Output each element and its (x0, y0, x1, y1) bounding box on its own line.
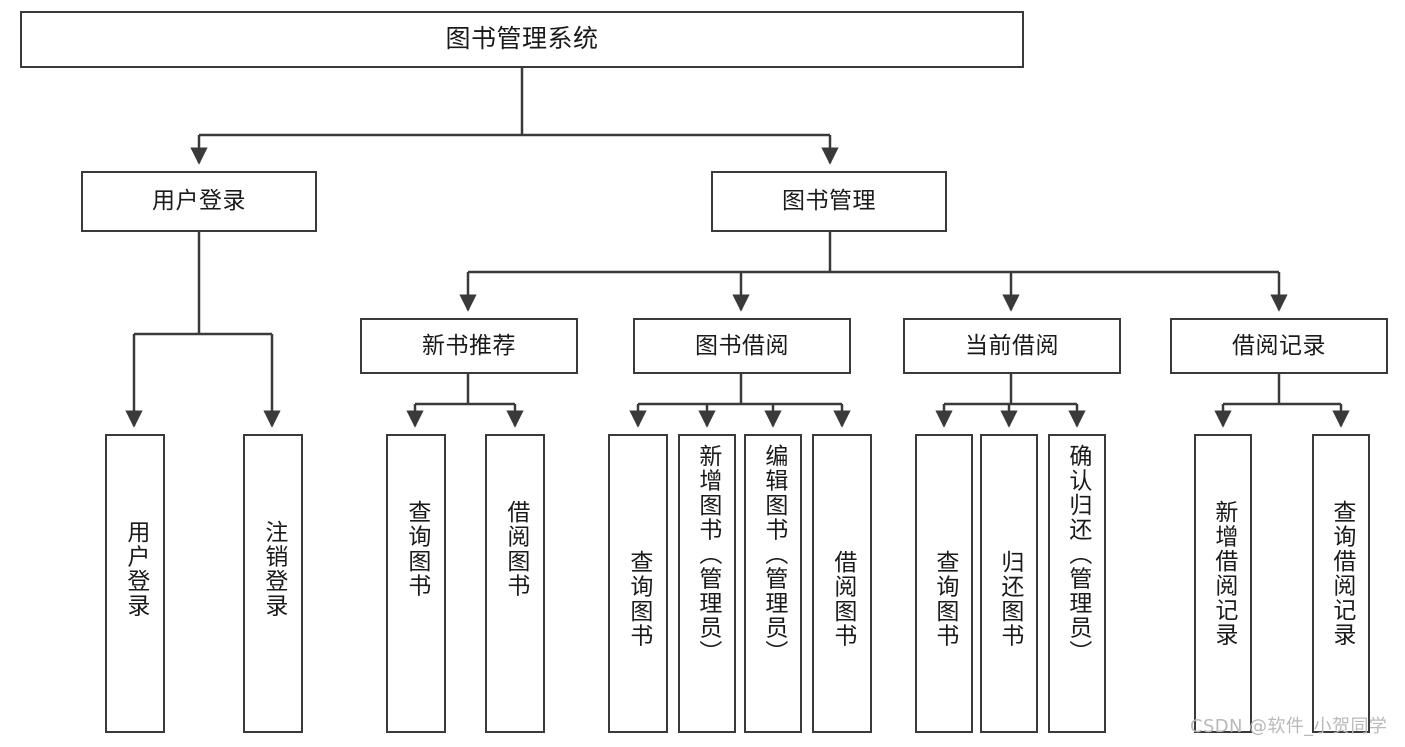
node-label: 注销登录 (260, 520, 287, 618)
node-new-book-recommend[interactable]: 新书推荐 (360, 318, 578, 374)
node-label: 图书管理系统 (445, 24, 599, 54)
node-label: 新增借阅记录 (1210, 500, 1237, 647)
leaf-query-borrow-record[interactable]: 查询借阅记录 (1312, 434, 1370, 733)
node-label: 查询图书 (931, 550, 958, 648)
node-label: 归还图书 (996, 550, 1023, 648)
node-label: 当前借阅 (965, 332, 1059, 359)
node-label: 编辑图书（管理员） (760, 444, 787, 665)
node-label: 借阅图书 (502, 500, 529, 598)
leaf-user-login[interactable]: 用户登录 (105, 434, 165, 733)
node-label: 确认归还（管理员） (1064, 444, 1091, 665)
node-label: 图书借阅 (695, 332, 789, 359)
leaf-logout-login[interactable]: 注销登录 (243, 434, 303, 733)
node-borrow-record[interactable]: 借阅记录 (1170, 318, 1388, 374)
leaf-query-book-current[interactable]: 查询图书 (915, 434, 973, 733)
leaf-add-book-admin[interactable]: 新增图书（管理员） (678, 434, 736, 733)
node-label: 查询图书 (625, 550, 652, 648)
node-label: 借阅图书 (829, 550, 856, 648)
node-book-management[interactable]: 图书管理 (711, 171, 947, 232)
watermark: CSDN @软件_小贺同学 (1190, 716, 1388, 737)
node-book-borrow[interactable]: 图书借阅 (633, 318, 851, 374)
node-label: 新增图书（管理员） (694, 444, 721, 665)
node-label: 查询借阅记录 (1328, 500, 1355, 647)
node-user-login[interactable]: 用户登录 (81, 171, 317, 232)
leaf-return-book[interactable]: 归还图书 (980, 434, 1038, 733)
node-label: 查询图书 (403, 500, 430, 598)
node-current-borrow[interactable]: 当前借阅 (903, 318, 1121, 374)
leaf-query-book-recommend[interactable]: 查询图书 (386, 434, 446, 733)
node-label: 新书推荐 (422, 332, 516, 359)
leaf-borrow-book-recommend[interactable]: 借阅图书 (485, 434, 545, 733)
leaf-confirm-return-admin[interactable]: 确认归还（管理员） (1048, 434, 1106, 733)
leaf-add-borrow-record[interactable]: 新增借阅记录 (1194, 434, 1252, 733)
node-label: 用户登录 (122, 520, 149, 618)
node-label: 图书管理 (782, 188, 876, 215)
node-root-system[interactable]: 图书管理系统 (20, 11, 1024, 68)
node-label: 借阅记录 (1232, 332, 1326, 359)
leaf-borrow-book[interactable]: 借阅图书 (812, 434, 872, 733)
leaf-query-book-borrow[interactable]: 查询图书 (608, 434, 668, 733)
leaf-edit-book-admin[interactable]: 编辑图书（管理员） (744, 434, 802, 733)
node-label: 用户登录 (152, 188, 246, 215)
